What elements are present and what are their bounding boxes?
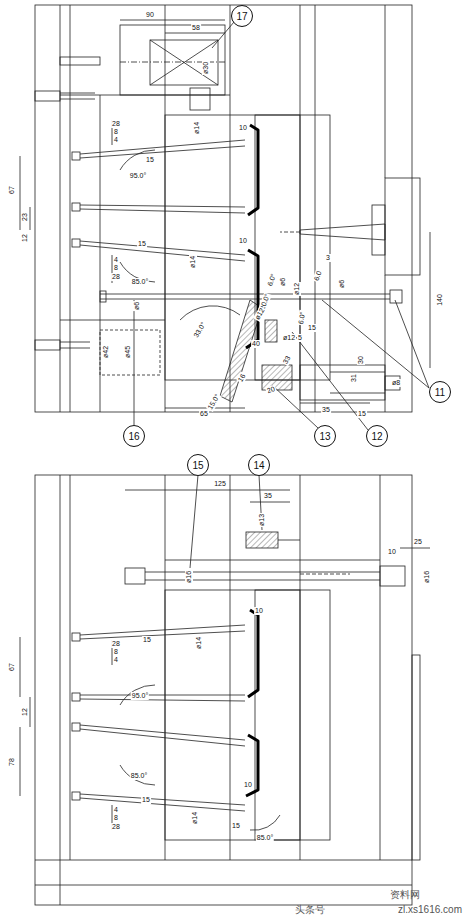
dimension-text: 15 [141,796,151,804]
callout-circle: 16 [123,425,145,447]
dimension-text: ø6 [133,301,141,311]
dimension-text: 8 [113,128,119,136]
dimension-text: 15 [357,410,367,418]
dimension-text: 40 [251,340,261,348]
callout-number: 17 [236,11,247,22]
callout-circle: 15 [187,454,209,476]
dimension-text: 31 [350,373,358,383]
dimension-text: ø6 [338,279,346,289]
dimension-text: 6.0° [297,310,307,326]
dimension-text: 10 [254,607,264,615]
dimension-text: ø42 [102,345,110,359]
callout-circle: 17 [231,5,253,27]
dimension-text: 16 [236,372,248,384]
dimension-text: 20 [265,385,277,396]
dimension-text: 10 [238,237,248,245]
dimension-text: 33.0° [192,320,208,340]
dimension-text: 15 [145,156,155,164]
dimension-text: 4 [113,656,119,664]
dimension-text: 4 [113,256,119,264]
dimension-text: 23 [21,212,29,222]
dimension-text: 28 [111,120,121,128]
dimension-text: 15.0° [206,392,222,412]
dimension-text: 30 [357,355,365,365]
dimension-text: ø16 [185,570,193,584]
dimension-text: ø45 [124,345,132,359]
dimension-text: 125 [213,480,227,488]
callout-number: 15 [192,460,203,471]
dimension-text: 8 [113,648,119,656]
dimension-text: ø12 [293,282,301,296]
dimension-text: ø30 [202,61,210,75]
dimension-text: 3 [325,254,331,262]
dimension-text: 12 [21,707,29,717]
dimension-text: ø14 [189,255,197,269]
dimension-text: 67 [8,662,16,672]
dimension-text: ø14 [191,811,199,825]
dimension-text: 28 [111,640,121,648]
dimension-text: 15 [137,240,147,248]
callout-number: 14 [253,460,264,471]
dimension-text: 10 [243,781,253,789]
dimension-text: 95.0° [129,172,147,180]
dimension-text: 85.0° [130,772,148,780]
callout-number: 13 [319,431,330,442]
dimension-text: 85.0° [256,834,274,842]
dimension-text: ø12 [253,306,267,322]
callout-circle: 14 [248,454,270,476]
watermark: 头条号 [294,904,326,916]
dimension-text: 6.0 [312,269,324,283]
callout-number: 11 [435,387,445,398]
dimension-text: 35 [263,492,273,500]
dimension-text: 67 [8,185,16,195]
dimension-text: 65 [199,410,209,418]
dimension-text: 28 [111,273,121,281]
callout-circle: 13 [314,425,336,447]
dimension-text: 10 [238,124,248,132]
callout-number: 12 [371,431,382,442]
dimension-text: 8 [113,264,119,272]
dimension-text: 35 [321,406,331,414]
dimension-text: 10 [387,548,397,556]
dimension-text: 5 [297,334,303,342]
dimension-text: 85.0° [131,278,149,286]
dimension-text: 8 [113,814,119,822]
dimension-text: ø13 [258,513,266,527]
callout-circle: 11 [429,381,451,403]
dimension-text: 15 [142,636,152,644]
dimension-text: 95.0° [131,692,149,700]
dimension-text: 6.0° [266,272,278,288]
dimension-text: ø16 [423,570,431,584]
dimension-text: 28 [111,823,121,831]
watermark: zl.xs1616.com [397,904,463,916]
dimension-text: 58 [191,24,201,32]
dimension-text: ø14 [195,636,203,650]
watermark: 资料网 [389,889,421,901]
dimension-text: 12 [21,233,29,243]
callout-circle: 12 [366,425,388,447]
dimension-text: 78 [8,757,16,767]
dimension-text: 140 [436,293,444,307]
dimension-text: ø6 [279,277,287,287]
dimension-text: 25 [413,538,423,546]
dimension-text: 4 [113,806,119,814]
callout-number: 16 [128,431,139,442]
dimension-text: 90 [145,11,155,19]
dimension-text: 4 [113,136,119,144]
dimension-text: ø8 [391,379,401,387]
dimension-text: 15 [307,324,317,332]
dimension-text: 15 [231,822,241,830]
dimension-text: ø12 [282,334,296,342]
dimension-text: ø14 [193,121,201,135]
dimension-text: 33 [281,354,293,366]
